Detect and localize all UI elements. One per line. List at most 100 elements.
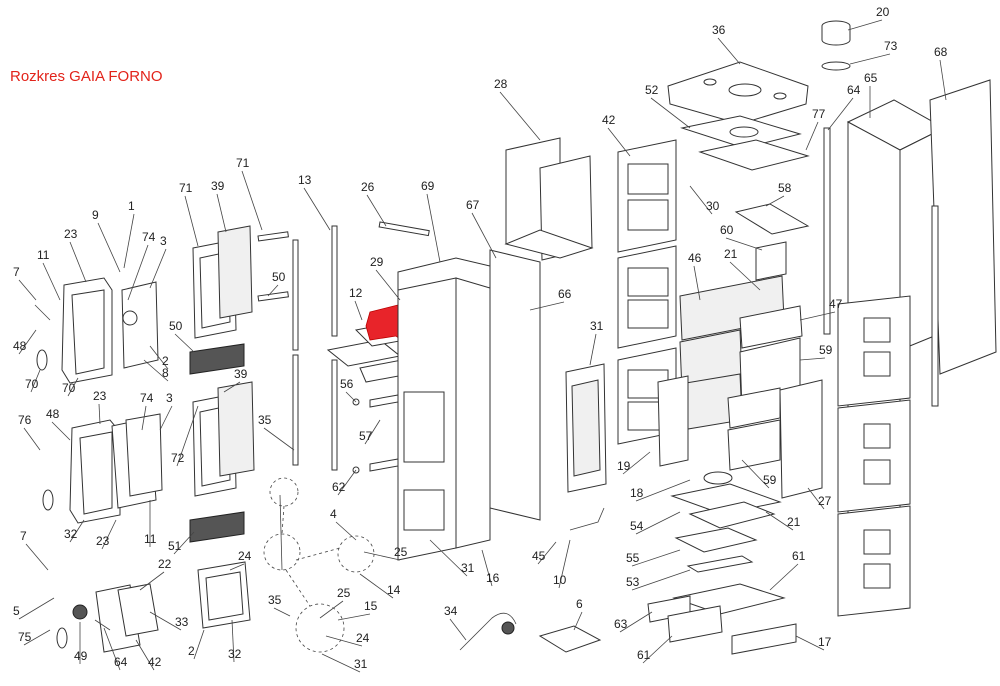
part-number-label: 11	[144, 532, 157, 546]
part-number-label: 7	[20, 529, 27, 543]
part-number-label: 57	[359, 429, 373, 443]
part-number-label: 50	[169, 319, 183, 333]
part-number-label: 64	[114, 655, 128, 669]
leader-line	[429, 539, 468, 577]
leader-line	[30, 369, 41, 393]
part-number-label: 35	[258, 413, 272, 427]
part-number-label: 42	[602, 113, 616, 127]
part-number-label: 50	[272, 270, 286, 284]
part-number-label: 48	[13, 339, 27, 353]
leader-line	[127, 244, 149, 301]
leader-line	[364, 419, 381, 445]
leader-line	[799, 311, 836, 321]
leader-line	[345, 391, 357, 403]
part-number-label: 61	[792, 549, 806, 563]
part-number-label: 67	[466, 198, 480, 212]
part-number-label: 53	[626, 575, 640, 589]
leader-line	[176, 405, 199, 467]
leader-line	[97, 222, 121, 273]
part-top-plate-52	[680, 115, 810, 171]
part-number-label: 61	[637, 648, 651, 662]
part-number-label: 65	[864, 71, 878, 85]
part-number-label: 33	[175, 615, 189, 629]
part-bar-69	[378, 221, 430, 237]
leader-line	[193, 629, 205, 660]
part-number-label: 15	[364, 599, 378, 613]
part-top-36	[667, 61, 809, 125]
part-number-label: 35	[268, 593, 282, 607]
leader-line	[607, 127, 631, 157]
leader-line	[149, 345, 169, 370]
leader-line	[847, 19, 883, 31]
leader-line	[229, 563, 245, 571]
part-door-frame-bottom	[42, 413, 163, 524]
leader-line	[335, 521, 357, 541]
part-number-label: 1	[128, 199, 135, 213]
part-number-label: 75	[18, 630, 32, 644]
part-number-label: 47	[829, 297, 843, 311]
part-number-label: 32	[228, 647, 242, 661]
part-number-label: 3	[160, 234, 167, 248]
part-number-label: 26	[361, 180, 375, 194]
leader-line	[725, 237, 763, 251]
part-bottom-cover	[56, 583, 159, 653]
part-number-label: 8	[162, 366, 169, 380]
part-number-label: 25	[337, 586, 351, 600]
part-number-label: 58	[778, 181, 792, 195]
part-frame-45	[565, 363, 607, 493]
part-number-label: 20	[876, 5, 890, 19]
leader-line	[631, 549, 681, 567]
leader-line	[717, 37, 741, 65]
leader-line	[558, 539, 571, 589]
part-number-label: 16	[486, 571, 500, 585]
part-number-label: 60	[720, 223, 734, 237]
leader-line	[263, 427, 295, 451]
leader-line	[359, 573, 394, 599]
part-number-label: 23	[93, 389, 107, 403]
leader-line	[619, 611, 653, 633]
part-number-label: 21	[724, 247, 738, 261]
leader-line	[471, 212, 497, 259]
part-number-label: 31	[590, 319, 604, 333]
leader-line	[337, 469, 357, 496]
leader-line	[366, 194, 387, 227]
leader-line	[650, 97, 691, 129]
leader-line	[139, 571, 165, 591]
leader-line	[635, 511, 681, 535]
part-number-label: 11	[37, 248, 50, 262]
part-number-label: 34	[444, 604, 458, 618]
part-rail-35b	[257, 291, 289, 302]
part-number-label: 39	[234, 367, 248, 381]
leader-line	[827, 97, 854, 131]
leader-line	[241, 170, 263, 231]
part-number-label: 69	[421, 179, 435, 193]
part-number-label: 68	[934, 45, 948, 59]
part-side-panel-66	[489, 249, 541, 521]
part-base	[647, 471, 797, 655]
leader-line	[18, 279, 37, 301]
leader-line	[689, 185, 713, 215]
leader-line	[807, 487, 825, 510]
leader-line	[25, 543, 49, 571]
part-number-label: 12	[349, 286, 363, 300]
part-number-label: 59	[763, 473, 777, 487]
leader-line	[325, 635, 363, 647]
part-number-label: 32	[64, 527, 78, 541]
part-number-label: 62	[332, 480, 346, 494]
part-number-label: 3	[166, 391, 173, 405]
leader-line	[537, 541, 557, 565]
leader-line	[303, 187, 331, 231]
leader-line	[799, 357, 826, 361]
part-number-label: 10	[553, 573, 567, 587]
part-fittings	[352, 394, 399, 474]
leader-line	[849, 53, 891, 65]
part-number-label: 54	[630, 519, 644, 533]
leader-line	[141, 405, 147, 431]
part-number-label: 42	[148, 655, 162, 669]
leader-line	[123, 213, 135, 269]
part-number-label: 76	[18, 413, 32, 427]
part-number-label: 70	[62, 381, 76, 395]
part-number-label: 13	[298, 173, 312, 187]
